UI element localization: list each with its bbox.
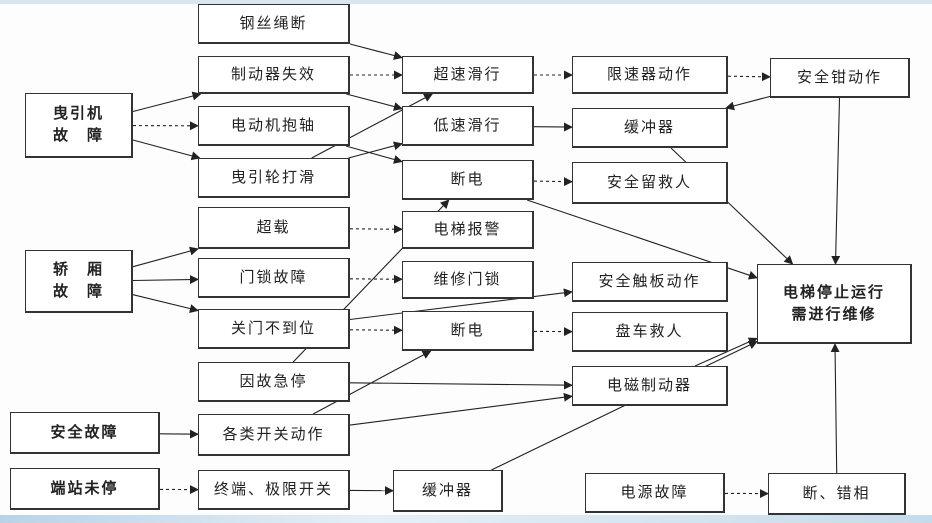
- edge-poweroff1-to-rescue1: [533, 177, 573, 187]
- node-safety-gear: 安全钳动作: [770, 58, 910, 98]
- node-lowspeed-slide: 低速滑行: [402, 106, 534, 146]
- edge-safety_gear-to-stop: [831, 97, 841, 265]
- node-power-off-1: 断电: [402, 160, 534, 200]
- node-rescue-1: 安全留救人: [572, 162, 728, 204]
- node-motor-lock: 电动机抱轴: [198, 106, 350, 146]
- edge-switches-to-poweroff2: [312, 350, 432, 415]
- edge-brake_fail-to-lowspeed: [346, 93, 403, 111]
- node-car-fault: 轿 厢 故 障: [25, 250, 133, 313]
- node-speed-governor: 限速器动作: [572, 56, 728, 94]
- edge-phase_fault-to-stop: [830, 343, 840, 474]
- node-power-off-2: 断电: [402, 311, 534, 351]
- node-brake-failure: 制动器失效: [198, 56, 350, 94]
- edge-sheave_slip-to-overspeed: [311, 93, 433, 159]
- node-rope-broken: 钢丝绳断: [198, 4, 350, 44]
- edge-car-to-door_close: [132, 294, 199, 313]
- node-elevator-alarm: 电梯报警: [402, 211, 534, 249]
- edge-em_brake-to-stop: [694, 337, 758, 367]
- edge-car-to-door_lock: [132, 275, 199, 285]
- node-buffer-1: 缓冲器: [572, 108, 728, 148]
- edge-car-to-overload: [132, 246, 199, 268]
- edge-door_lock-to-repair_lock: [349, 274, 403, 284]
- edge-switches-to-em_brake: [349, 392, 573, 426]
- node-door-not-closed: 关门不到位: [198, 309, 350, 349]
- edge-sheave_slip-to-lowspeed: [348, 141, 403, 159]
- edge-traction-to-brake_fail: [132, 91, 202, 113]
- node-elevator-stop: 电梯停止运行 需进行维修: [757, 264, 912, 344]
- edge-overload-to-alarm: [349, 224, 403, 234]
- node-terminal-not-stopped: 端站未停: [10, 468, 160, 510]
- node-switches-action: 各类开关动作: [198, 414, 350, 456]
- node-electromagnetic-brake: 电磁制动器: [572, 366, 728, 406]
- node-repair-door-lock: 维修门锁: [402, 261, 534, 299]
- top-decorative-band: [0, 0, 932, 4]
- bottom-decorative-band: [0, 515, 932, 523]
- node-door-lock-fault: 门锁故障: [198, 258, 350, 298]
- node-overload: 超载: [198, 207, 350, 249]
- node-emergency-stop: 因故急停: [198, 362, 350, 402]
- node-power-fault: 电源故障: [585, 473, 725, 513]
- node-limit-switch: 终端、极限开关: [198, 470, 350, 510]
- edge-traction-to-sheave_slip: [132, 139, 201, 161]
- edge-door_close-to-poweroff2: [349, 325, 403, 335]
- node-hand-winding-rescue: 盘车救人: [572, 312, 728, 352]
- node-phase-fault: 断、错相: [768, 473, 906, 515]
- node-traction-fault: 曳引机 故 障: [25, 93, 133, 158]
- edge-rope-to-overspeed: [349, 43, 403, 60]
- node-safety-fault: 安全故障: [10, 412, 160, 454]
- node-overspeed-slide: 超速滑行: [402, 56, 534, 94]
- node-safety-edge: 安全触板动作: [572, 262, 728, 302]
- edge-governor-to-safety_gear: [727, 72, 771, 82]
- node-sheave-slip: 曳引轮打滑: [198, 158, 350, 198]
- edge-emergency-to-em_brake: [349, 380, 573, 390]
- edge-motor_lock-to-poweroff1: [345, 145, 403, 164]
- node-buffer-2: 缓冲器: [393, 470, 503, 512]
- edge-door_close-to-safety_edge: [349, 288, 573, 321]
- edge-safety_gear-to-buffer1: [725, 95, 771, 111]
